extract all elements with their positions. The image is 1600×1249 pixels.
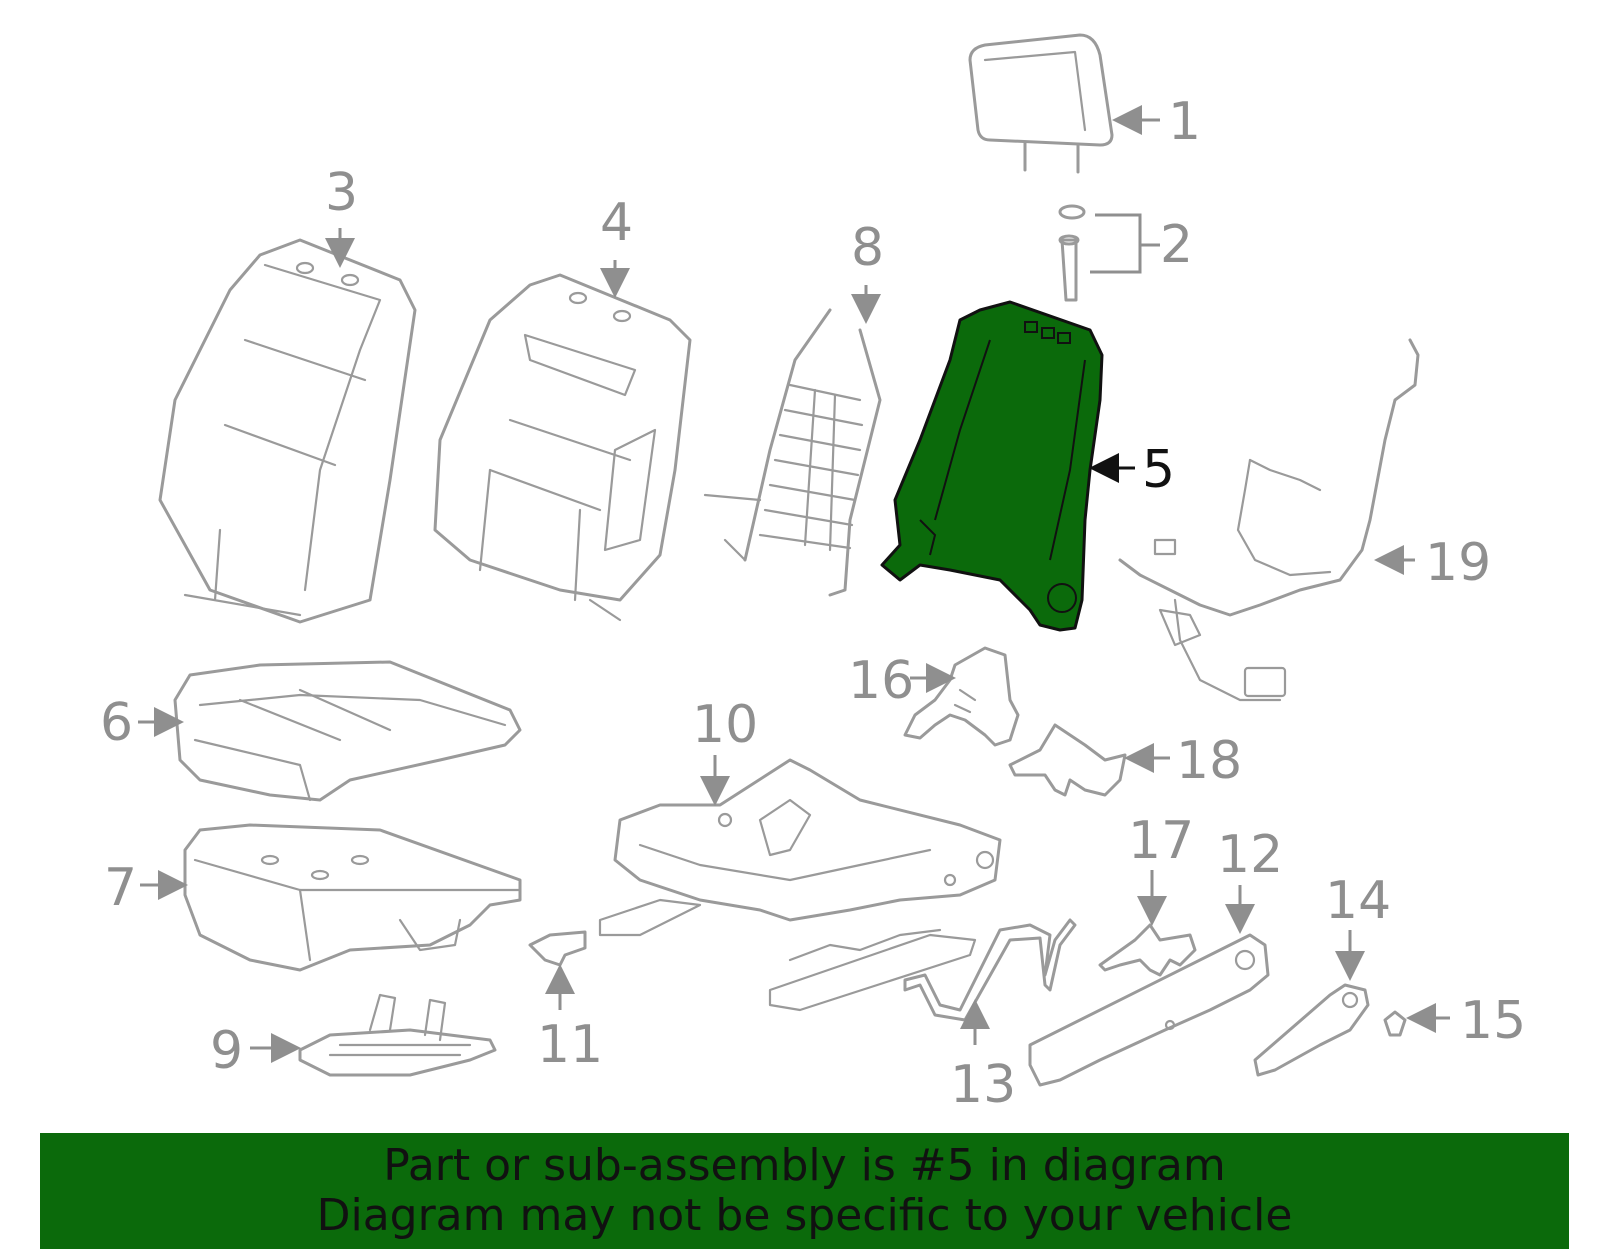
- callout-7: 7: [104, 858, 137, 918]
- callout-6: 6: [100, 693, 133, 753]
- part-5-seat-back-frame[interactable]: [880, 300, 1104, 632]
- callout-10: 10: [692, 695, 758, 755]
- callout-14: 14: [1325, 871, 1391, 931]
- part-3-seat-back-cover[interactable]: [158, 238, 417, 624]
- callout-5: 5: [1142, 440, 1175, 500]
- callout-4: 4: [600, 193, 633, 253]
- banner-disclaimer: Diagram may not be specific to your vehi…: [316, 1190, 1293, 1241]
- part-12-seat-shield[interactable]: [1028, 933, 1270, 1087]
- part-6-cushion-cover[interactable]: [173, 660, 522, 802]
- callout-13: 13: [950, 1055, 1016, 1115]
- part-8-spring-mat[interactable]: [703, 308, 882, 597]
- part-18-bracket[interactable]: [1008, 723, 1127, 797]
- callout-12: 12: [1217, 825, 1283, 885]
- callout-labels: 1 2 3 4 8 5 19 16 18 6 10 7 17 12 14 15 …: [100, 92, 1526, 1115]
- part-4-seat-back-pad[interactable]: [433, 273, 692, 622]
- part-9-cushion-bracket[interactable]: [298, 993, 497, 1077]
- callout-11: 11: [537, 1015, 603, 1075]
- part-19-wire-harness[interactable]: [1118, 338, 1420, 702]
- part-7-cushion-pad[interactable]: [183, 823, 522, 972]
- callout-15: 15: [1460, 991, 1526, 1051]
- callout-9: 9: [210, 1021, 243, 1081]
- callout-3: 3: [325, 163, 358, 223]
- part-10-seat-adjuster-frame[interactable]: [598, 758, 1002, 1012]
- part-15-screw[interactable]: [1383, 1010, 1407, 1037]
- callout-8: 8: [851, 218, 884, 278]
- callout-16: 16: [848, 651, 914, 711]
- part-13-rod[interactable]: [903, 918, 1077, 1022]
- callout-1: 1: [1168, 92, 1201, 152]
- callout-19: 19: [1425, 533, 1491, 593]
- part-11-clip[interactable]: [528, 930, 587, 967]
- part-2-headrest-guides[interactable]: [1058, 204, 1086, 302]
- part-14-shield-cover[interactable]: [1253, 983, 1370, 1077]
- part-17-bracket[interactable]: [1098, 923, 1197, 977]
- callout-17: 17: [1128, 811, 1194, 871]
- part-1-headrest[interactable]: [968, 33, 1114, 174]
- info-banner: Part or sub-assembly is #5 in diagram Di…: [40, 1133, 1569, 1249]
- callout-2: 2: [1160, 215, 1193, 275]
- callout-18: 18: [1176, 731, 1242, 791]
- banner-part-note: Part or sub-assembly is #5 in diagram: [383, 1140, 1226, 1191]
- part-16-shield[interactable]: [903, 646, 1020, 747]
- callout-arrows: [138, 105, 1450, 1063]
